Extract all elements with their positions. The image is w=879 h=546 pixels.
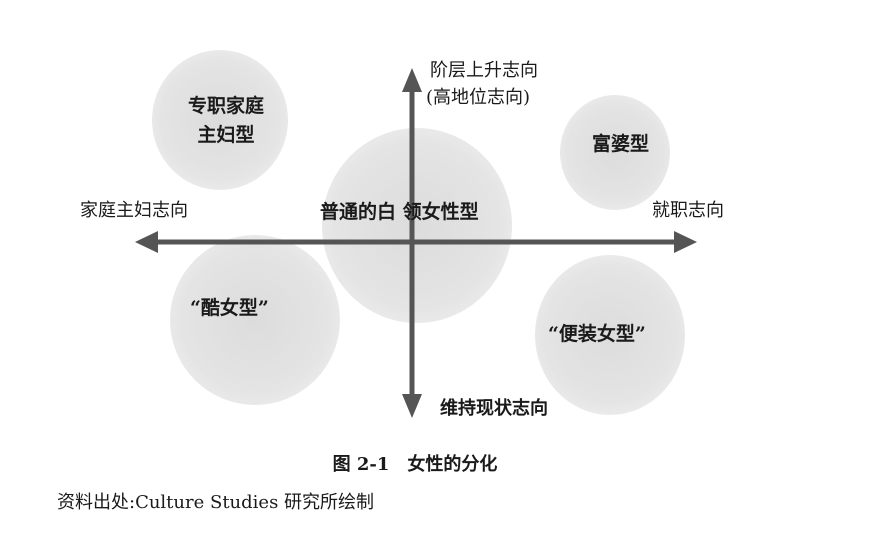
axis-up-line2: (高地位志向) [426,86,531,108]
axis-label-up: 阶层上升志向 (高地位志向) [426,60,538,109]
arrow-down-icon [402,394,422,418]
group-casual: “便装女型” [548,323,646,345]
group-housewife: 专职家庭 主妇型 [170,92,282,149]
figure-caption: 图 2-1 女性的分化 [332,454,498,475]
group-housewife-line2: 主妇型 [197,123,255,146]
arrow-up-icon [402,68,422,92]
axis-label-right: 就职志向 [652,200,724,221]
source-note: 资料出处:Culture Studies 研究所绘制 [57,492,375,513]
rich-wife-circle [560,95,670,210]
group-housewife-line1: 专职家庭 [187,95,264,117]
casual-girl-circle [535,255,685,415]
group-cool: “酷女型” [190,297,269,319]
group-rich: 富婆型 [592,133,650,155]
arrow-left-icon [135,231,158,253]
arrow-right-icon [674,231,697,253]
axis-up-line1: 阶层上升志向 [430,60,538,81]
horizontal-axis [135,231,697,253]
cool-girl-circle [170,235,340,405]
office-lady-circle [322,128,512,323]
axis-label-left: 家庭主妇志向 [80,200,188,221]
axis-label-down: 维持现状志向 [440,398,548,419]
housewife-circle [152,50,288,190]
group-office: 普通的白 领女性型 [320,201,479,223]
